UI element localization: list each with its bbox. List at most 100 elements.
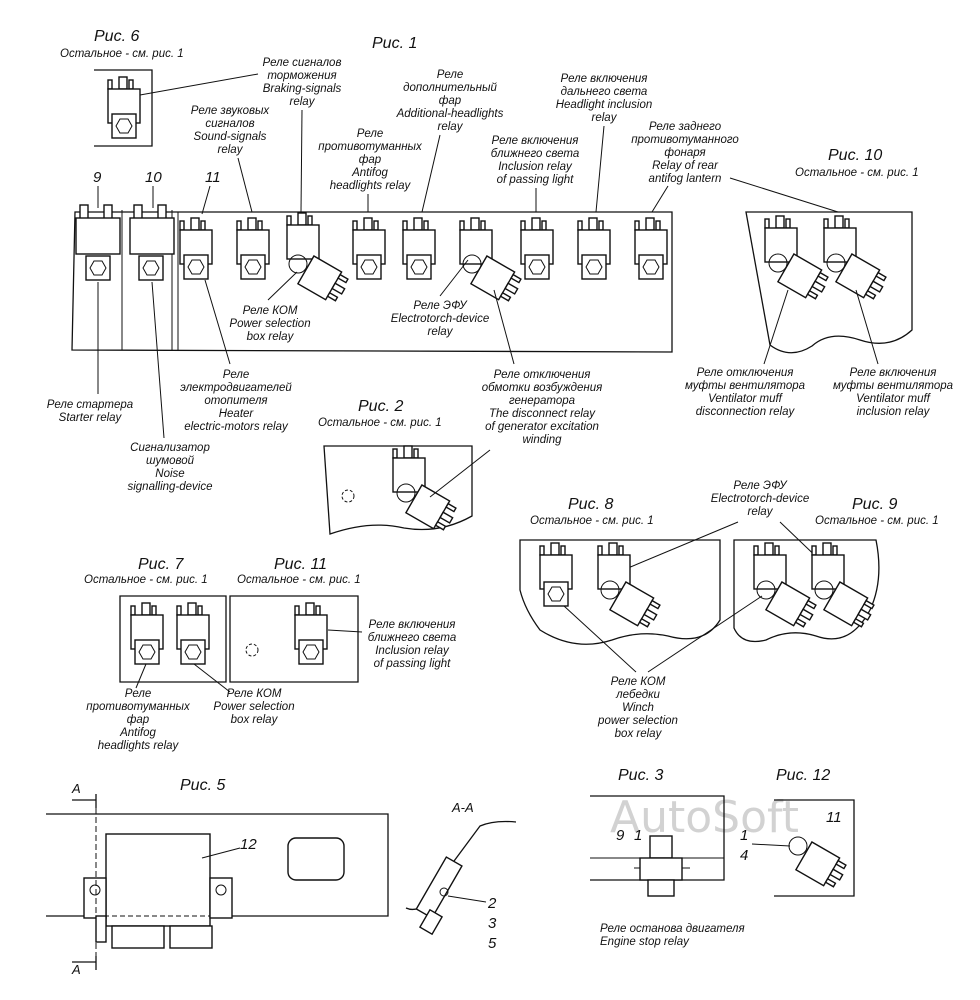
fig7-rest: Остальное - см. рис. 1: [84, 574, 208, 586]
fig1-panel: 9 10 11: [71, 169, 673, 353]
f3-num-1: 1: [634, 827, 642, 844]
relay-rear-antifog: [634, 217, 668, 280]
fig6-title: Рис. 6: [94, 28, 139, 45]
section-cut-bottom: A: [71, 962, 81, 977]
num-5: 5: [488, 935, 497, 952]
fig5-title: Рис. 5: [180, 777, 225, 794]
fig11-panel: [229, 595, 363, 683]
watermark: AutoSoft: [610, 792, 799, 843]
fig11-rest: Остальное - см. рис. 1: [237, 574, 361, 586]
num-3: 3: [488, 915, 497, 932]
relay-sound: [236, 217, 270, 280]
fig3-panel: 1 9: [590, 795, 725, 897]
fig6-panel: [94, 69, 259, 147]
relay-antifog-fig1: [352, 217, 386, 280]
fig6-rest: Остальное - см. рис. 1: [60, 48, 184, 60]
fig10-panel: [729, 177, 913, 354]
section-aa-panel: 2 3 5: [405, 820, 517, 952]
relay-braking: [286, 212, 320, 260]
fig11-title: Рис. 11: [274, 556, 327, 573]
fig9-title: Рис. 9: [852, 496, 897, 513]
relay-kom-fig1: [288, 254, 352, 306]
fig2-rest: Остальное - см. рис. 1: [318, 417, 442, 429]
section-aa-title: A-A: [451, 800, 474, 815]
relay-headlight: [577, 217, 611, 280]
section-cut-top: A: [71, 781, 81, 796]
relay-additional: [402, 217, 436, 280]
fig8-rest: Остальное - см. рис. 1: [530, 515, 654, 527]
fig12-title: Рис. 12: [776, 767, 830, 784]
num-9: 9: [93, 169, 102, 186]
fig9-rest: Остальное - см. рис. 1: [815, 515, 939, 527]
fig2-panel: [323, 445, 491, 535]
fig5-panel: 12 A A: [46, 781, 389, 977]
fig9-panel: [733, 539, 880, 643]
num-11: 11: [205, 169, 221, 186]
f12-num-4: 4: [740, 847, 748, 864]
fig7-title: Рис. 7: [138, 556, 184, 573]
num-10: 10: [145, 169, 162, 186]
num-2: 2: [487, 895, 497, 912]
fig8-title: Рис. 8: [568, 496, 613, 513]
f12-num-11: 11: [826, 809, 842, 826]
fig10-rest: Остальное - см. рис. 1: [795, 167, 919, 179]
fig2-title: Рис. 2: [358, 398, 403, 415]
relay-9: [75, 204, 121, 281]
relay-efu-fig1: [459, 217, 525, 306]
fig3-title: Рис. 3: [618, 767, 663, 784]
f12-num-1: 1: [740, 827, 748, 844]
fig10-title: Рис. 10: [828, 147, 882, 164]
relay-passing-fig1: [520, 217, 554, 280]
fig8-panel: [519, 539, 721, 645]
f3-num-9: 9: [616, 827, 625, 844]
fig12-panel: 1 4 11: [740, 799, 855, 897]
relay-10: [129, 204, 175, 281]
num-12: 12: [240, 836, 257, 853]
fig1-title: Рис. 1: [372, 35, 417, 52]
relay-heater: [179, 217, 213, 280]
fig7-panel: [119, 595, 227, 683]
